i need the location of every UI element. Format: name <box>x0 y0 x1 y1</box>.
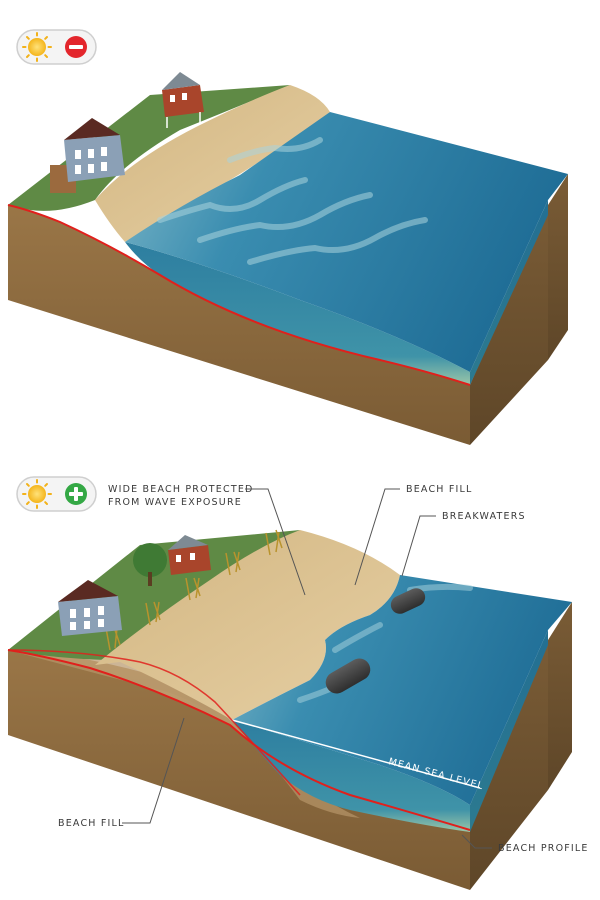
house-small-after <box>168 535 211 575</box>
panel-before <box>7 29 568 445</box>
label-beach-fill-top: BEACH FILL <box>406 484 473 495</box>
beach-profile-line <box>7 204 471 386</box>
tree <box>133 543 167 586</box>
water-surface-after <box>232 575 572 805</box>
breakwater-upper <box>390 588 426 614</box>
block-right-face <box>548 174 568 360</box>
water-cross-section <box>125 242 470 385</box>
label-wide-beach-line2: FROM WAVE EXPOSURE <box>108 497 242 508</box>
callout-beach-profile: BEACH PROFILE <box>461 834 589 854</box>
mean-sea-level-line <box>231 719 481 789</box>
house-small <box>162 72 204 128</box>
water-surface <box>125 112 568 372</box>
block-right-face-lower <box>470 205 548 445</box>
sun-icon <box>22 479 52 509</box>
label-breakwaters: BREAKWATERS <box>442 511 526 522</box>
plus-icon <box>65 483 87 505</box>
callout-beach-fill-bottom: BEACH FILL <box>58 717 185 829</box>
label-beach-fill-bottom: BEACH FILL <box>58 818 125 829</box>
callout-wide-beach: WIDE BEACH PROTECTED FROM WAVE EXPOSURE <box>108 484 306 596</box>
sand-top <box>95 85 330 242</box>
house-large <box>50 118 125 193</box>
block-front-soil <box>8 205 470 445</box>
panel-after: WIDE BEACH PROTECTED FROM WAVE EXPOSURE … <box>7 476 589 890</box>
status-indicator-before <box>16 29 97 65</box>
minus-icon <box>65 36 87 58</box>
beach-profile-line-after <box>7 649 471 831</box>
label-wide-beach-line1: WIDE BEACH PROTECTED <box>108 484 254 495</box>
breakwater-lower <box>325 658 371 694</box>
sun-icon <box>22 32 52 62</box>
house-large-after <box>58 580 122 636</box>
block-front-soil-after <box>8 650 470 890</box>
status-indicator-after <box>16 476 97 512</box>
label-beach-profile: BEACH PROFILE <box>498 843 589 854</box>
callout-breakwaters: BREAKWATERS <box>401 511 526 577</box>
callout-beach-fill-top: BEACH FILL <box>354 484 473 586</box>
